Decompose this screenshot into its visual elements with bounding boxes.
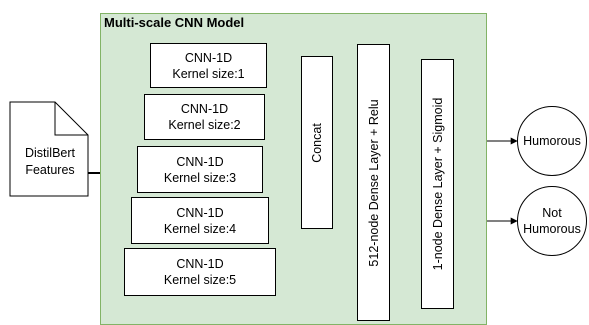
output-label-line1: Not [542,206,562,220]
cnn-block-kernel: Kernel size:1 [172,66,245,81]
cnn-block-title: CNN-1D [176,154,224,169]
cnn-block-kernel: Kernel size:5 [163,273,237,287]
concat-label: Concat [310,122,324,163]
cnn-block-5: CNN-1D Kernel size:5 [124,248,276,296]
cnn-block-title: CNN-1D [176,257,224,271]
dense-1-label: 1-node Dense Layer + Sigmoid [430,97,445,271]
cnn-block-kernel: Kernel size:2 [168,118,241,132]
model-title: Multi-scale CNN Model [104,15,245,30]
output-not-humorous: Not Humorous [517,186,587,256]
cnn-block-title: CNN-1D [184,50,233,65]
output-label-line2: Humorous [523,222,581,236]
dense-1-layer: 1-node Dense Layer + Sigmoid [421,59,454,309]
cnn-block-3: CNN-1D Kernel size:3 [137,146,263,193]
input-label: DistilBert Features [10,145,90,179]
cnn-block-kernel: Kernel size:3 [163,170,237,185]
cnn-block-1: CNN-1D Kernel size:1 [150,43,267,88]
output-humorous: Humorous [517,106,587,176]
cnn-block-title: CNN-1D [180,102,229,116]
concat-layer: Concat [301,56,333,229]
output-label-line1: Humorous [523,134,581,148]
cnn-block-4: CNN-1D Kernel size:4 [131,197,269,244]
cnn-block-kernel: Kernel size:4 [163,221,237,236]
input-label-line1: DistilBert [24,146,75,160]
cnn-block-2: CNN-1D Kernel size:2 [144,94,265,140]
input-label-line2: Features [25,163,75,177]
input-document-shape [9,101,89,197]
dense-512-label: 512-node Dense Layer + Relu [366,98,381,267]
dense-512-layer: 512-node Dense Layer + Relu [357,44,390,321]
cnn-block-title: CNN-1D [176,205,224,220]
